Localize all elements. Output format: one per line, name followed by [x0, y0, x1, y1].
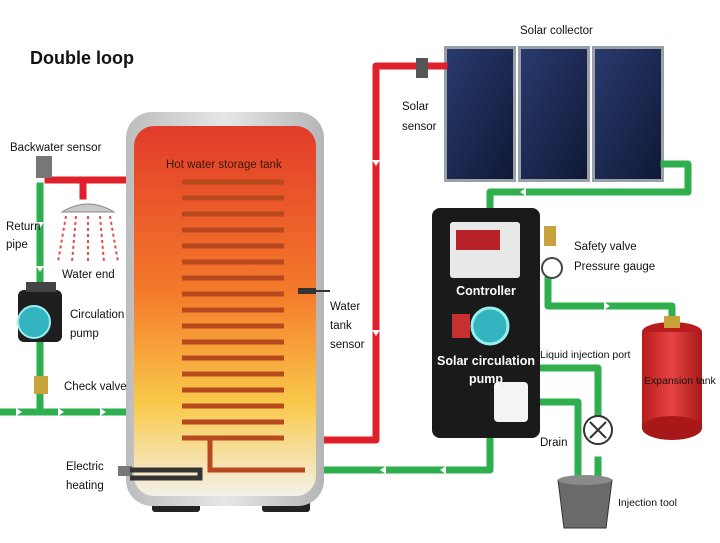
label-backwater-sensor: Backwater sensor	[10, 142, 102, 154]
circulation-pump	[17, 282, 62, 342]
label-solar-sensor-2: sensor	[402, 121, 437, 133]
drain-pump	[583, 415, 613, 445]
label-safety-valve: Safety valve	[574, 241, 637, 253]
water-tank-sensor	[298, 288, 330, 294]
label-hot-water-tank: Hot water storage tank	[166, 159, 282, 171]
label-electric-heating-1: Electric	[66, 461, 104, 473]
label-water-tank-sensor-2: tank	[330, 320, 352, 332]
safety-valve-and-gauge	[541, 226, 563, 279]
label-return-pipe-1: Return	[6, 221, 41, 233]
controller-unit	[432, 208, 540, 438]
label-circulation-pump-1: Circulation	[70, 309, 125, 321]
electric-heating-element	[118, 466, 203, 481]
heat-exchanger-coil	[182, 179, 305, 473]
label-check-valve: Check valve	[64, 381, 127, 393]
label-pressure-gauge: Pressure gauge	[574, 261, 656, 273]
check-valve	[34, 376, 48, 394]
label-water-tank-sensor-1: Water	[330, 301, 361, 313]
label-drain: Drain	[540, 437, 568, 449]
expansion-tank	[642, 316, 702, 440]
shower-head	[57, 203, 119, 263]
label-expansion-tank: Expansion tank	[644, 375, 716, 387]
label-solar-circulation-pump-2: pump	[468, 372, 504, 386]
label-circulation-pump-2: pump	[70, 328, 99, 340]
label-controller: Controller	[456, 284, 516, 298]
backwater-sensor	[36, 156, 52, 178]
label-solar-collector: Solar collector	[520, 25, 593, 37]
label-return-pipe-2: pipe	[6, 239, 28, 251]
solar-sensor	[416, 58, 428, 78]
label-injection-tool: Injection tool	[618, 497, 677, 509]
label-liquid-injection-port: Liquid injection port	[540, 349, 631, 361]
label-water-tank-sensor-3: sensor	[330, 339, 365, 351]
solar-collector-panels	[444, 46, 664, 182]
label-electric-heating-2: heating	[66, 480, 104, 492]
label-solar-circulation-pump-1: Solar circulation	[437, 354, 535, 368]
label-water-end: Water end	[62, 269, 115, 281]
flow-arrows	[16, 160, 610, 474]
diagram-title: Double loop	[30, 48, 134, 68]
injection-tool-bucket	[557, 475, 613, 529]
label-solar-sensor-1: Solar	[402, 101, 429, 113]
